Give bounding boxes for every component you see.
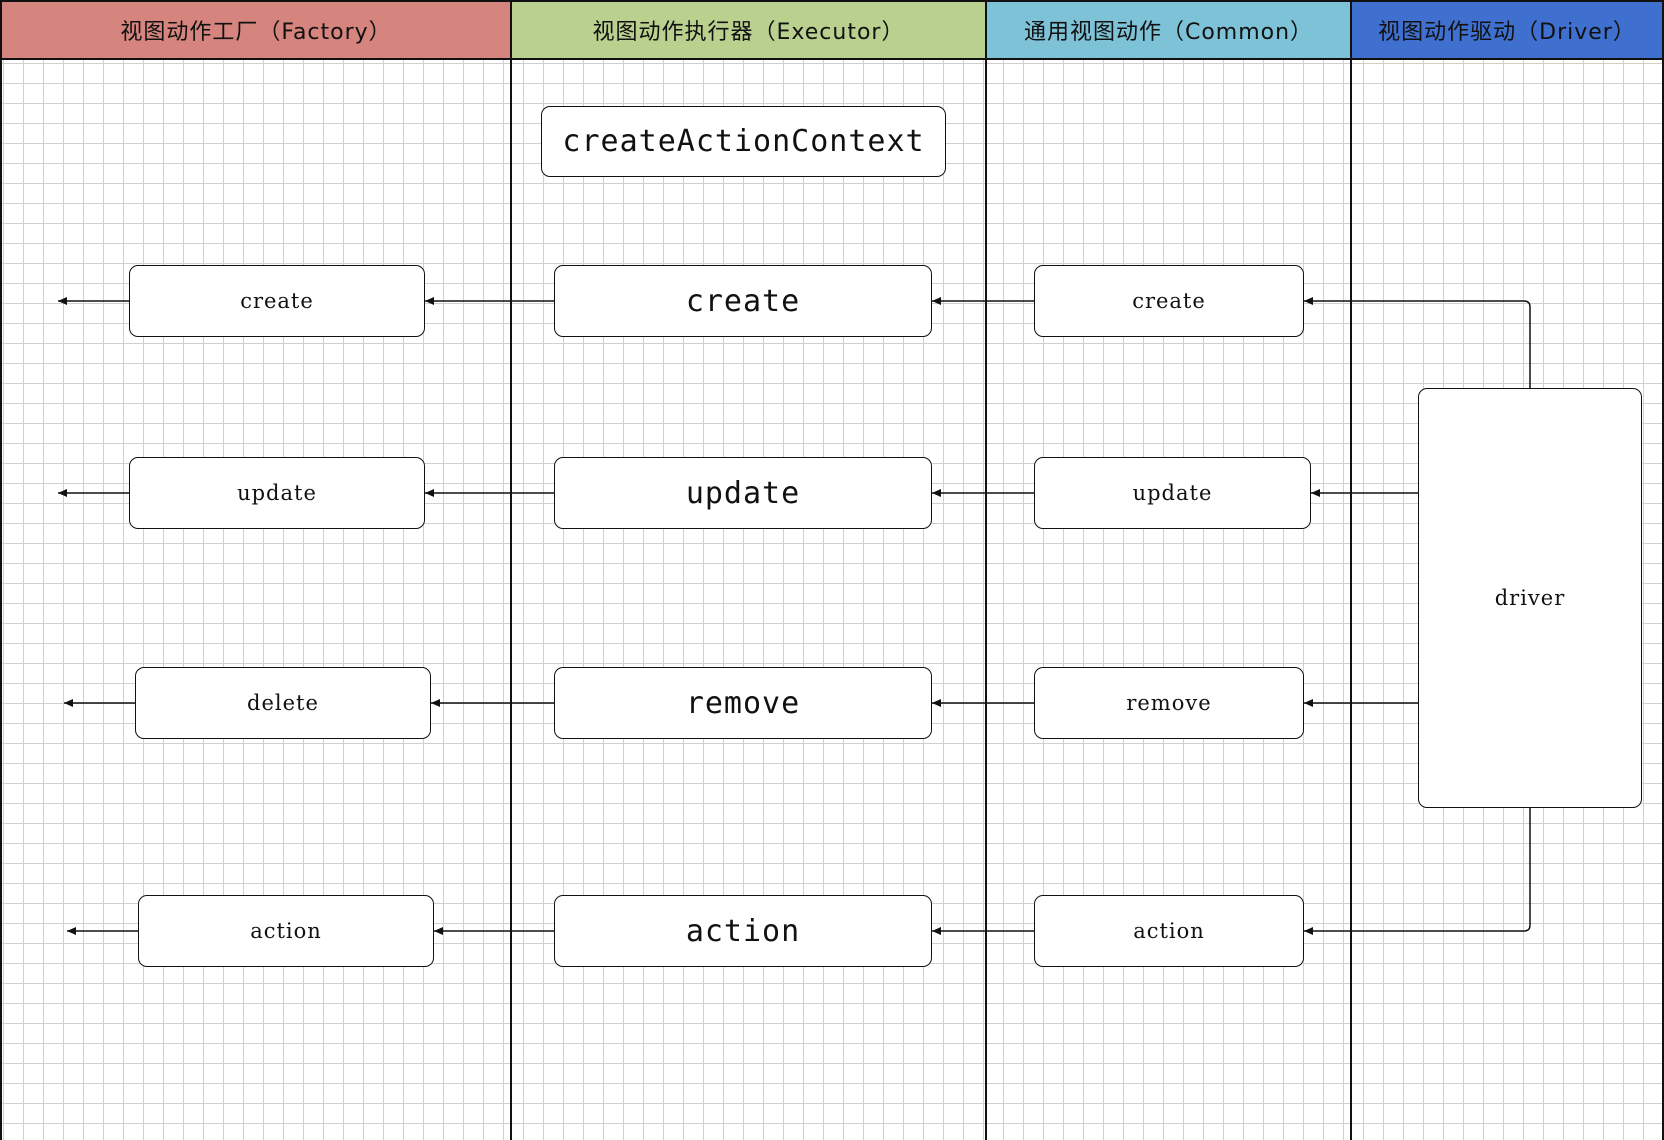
node-common-action: action bbox=[1034, 895, 1304, 967]
node-factory-create: create bbox=[129, 265, 425, 337]
lane-header-factory: 视图动作工厂（Factory） bbox=[2, 0, 510, 60]
lane-executor: 视图动作执行器（Executor） bbox=[510, 0, 987, 1140]
lane-driver: 视图动作驱动（Driver） bbox=[1350, 0, 1664, 1140]
arrow-driver-to-common-action bbox=[1304, 808, 1531, 935]
node-executor-update: update bbox=[554, 457, 932, 529]
lane-header-common: 通用视图动作（Common） bbox=[987, 0, 1350, 60]
lane-factory: 视图动作工厂（Factory） bbox=[0, 0, 512, 1140]
lane-header-executor: 视图动作执行器（Executor） bbox=[512, 0, 985, 60]
node-common-remove: remove bbox=[1034, 667, 1304, 739]
node-driver: driver bbox=[1418, 388, 1642, 808]
node-executor-remove: remove bbox=[554, 667, 932, 739]
node-factory-update: update bbox=[129, 457, 425, 529]
node-create-action-context: createActionContext bbox=[541, 106, 946, 177]
node-factory-action: action bbox=[138, 895, 434, 967]
node-common-create: create bbox=[1034, 265, 1304, 337]
arrow-driver-to-common-create bbox=[1304, 297, 1531, 389]
node-executor-action: action bbox=[554, 895, 932, 967]
node-common-update: update bbox=[1034, 457, 1311, 529]
node-executor-create: create bbox=[554, 265, 932, 337]
node-factory-delete: delete bbox=[135, 667, 431, 739]
lane-header-driver: 视图动作驱动（Driver） bbox=[1352, 0, 1662, 60]
